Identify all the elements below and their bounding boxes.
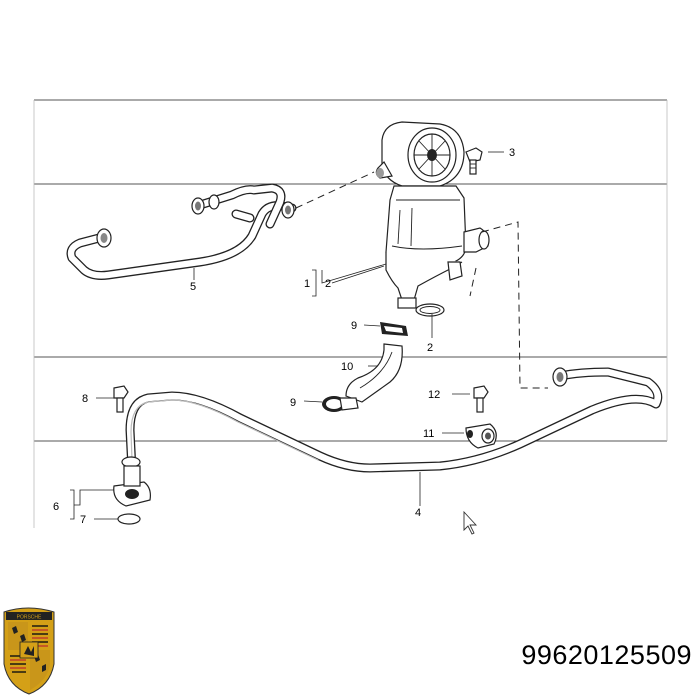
cursor-arrow-icon: [463, 510, 478, 535]
frame-lines: [34, 99, 667, 442]
callout-2b: 2: [427, 342, 433, 354]
callout-5: 5: [190, 281, 196, 293]
leader-lines: [70, 151, 504, 520]
crest-text: PORSCHE: [17, 615, 42, 621]
callout-8: 8: [82, 393, 88, 405]
part-9-clamp-lower: [322, 396, 359, 412]
callout-1: 1: [304, 278, 310, 290]
callout-9b: 9: [290, 397, 296, 409]
part-10-hose: [345, 343, 403, 403]
part-2-gasket: [415, 303, 445, 317]
callout-9: 9: [351, 320, 357, 332]
part-4-main-hose: [121, 367, 663, 475]
part-6-flange: [113, 465, 151, 507]
callout-10: 10: [341, 361, 353, 373]
callout-2: 2: [325, 278, 331, 290]
part-5-breather-pipe: [66, 183, 297, 280]
part-number: 99620125509: [521, 640, 692, 670]
callout-3: 3: [509, 147, 515, 159]
porsche-crest-logo: PORSCHE: [3, 607, 55, 695]
part-8-screw: [113, 385, 129, 413]
callout-labels: 1 2 2 3 4 5 6 7 8 9 9 10 11 12: [53, 147, 515, 526]
callout-7: 7: [80, 514, 86, 526]
callout-4: 4: [415, 507, 421, 519]
callout-6: 6: [53, 501, 59, 513]
connection-dashes: [295, 171, 548, 389]
callout-12: 12: [428, 389, 440, 401]
frame-lines-light: [33, 100, 668, 528]
part-3-screw: [465, 147, 483, 175]
callout-11: 11: [423, 428, 434, 440]
part-12-screw: [473, 385, 489, 413]
part-11-holder: [465, 423, 497, 449]
part-1-oil-separator: [375, 121, 490, 309]
part-9-clamp-upper: [380, 322, 408, 336]
part-7-seal: [117, 513, 141, 525]
